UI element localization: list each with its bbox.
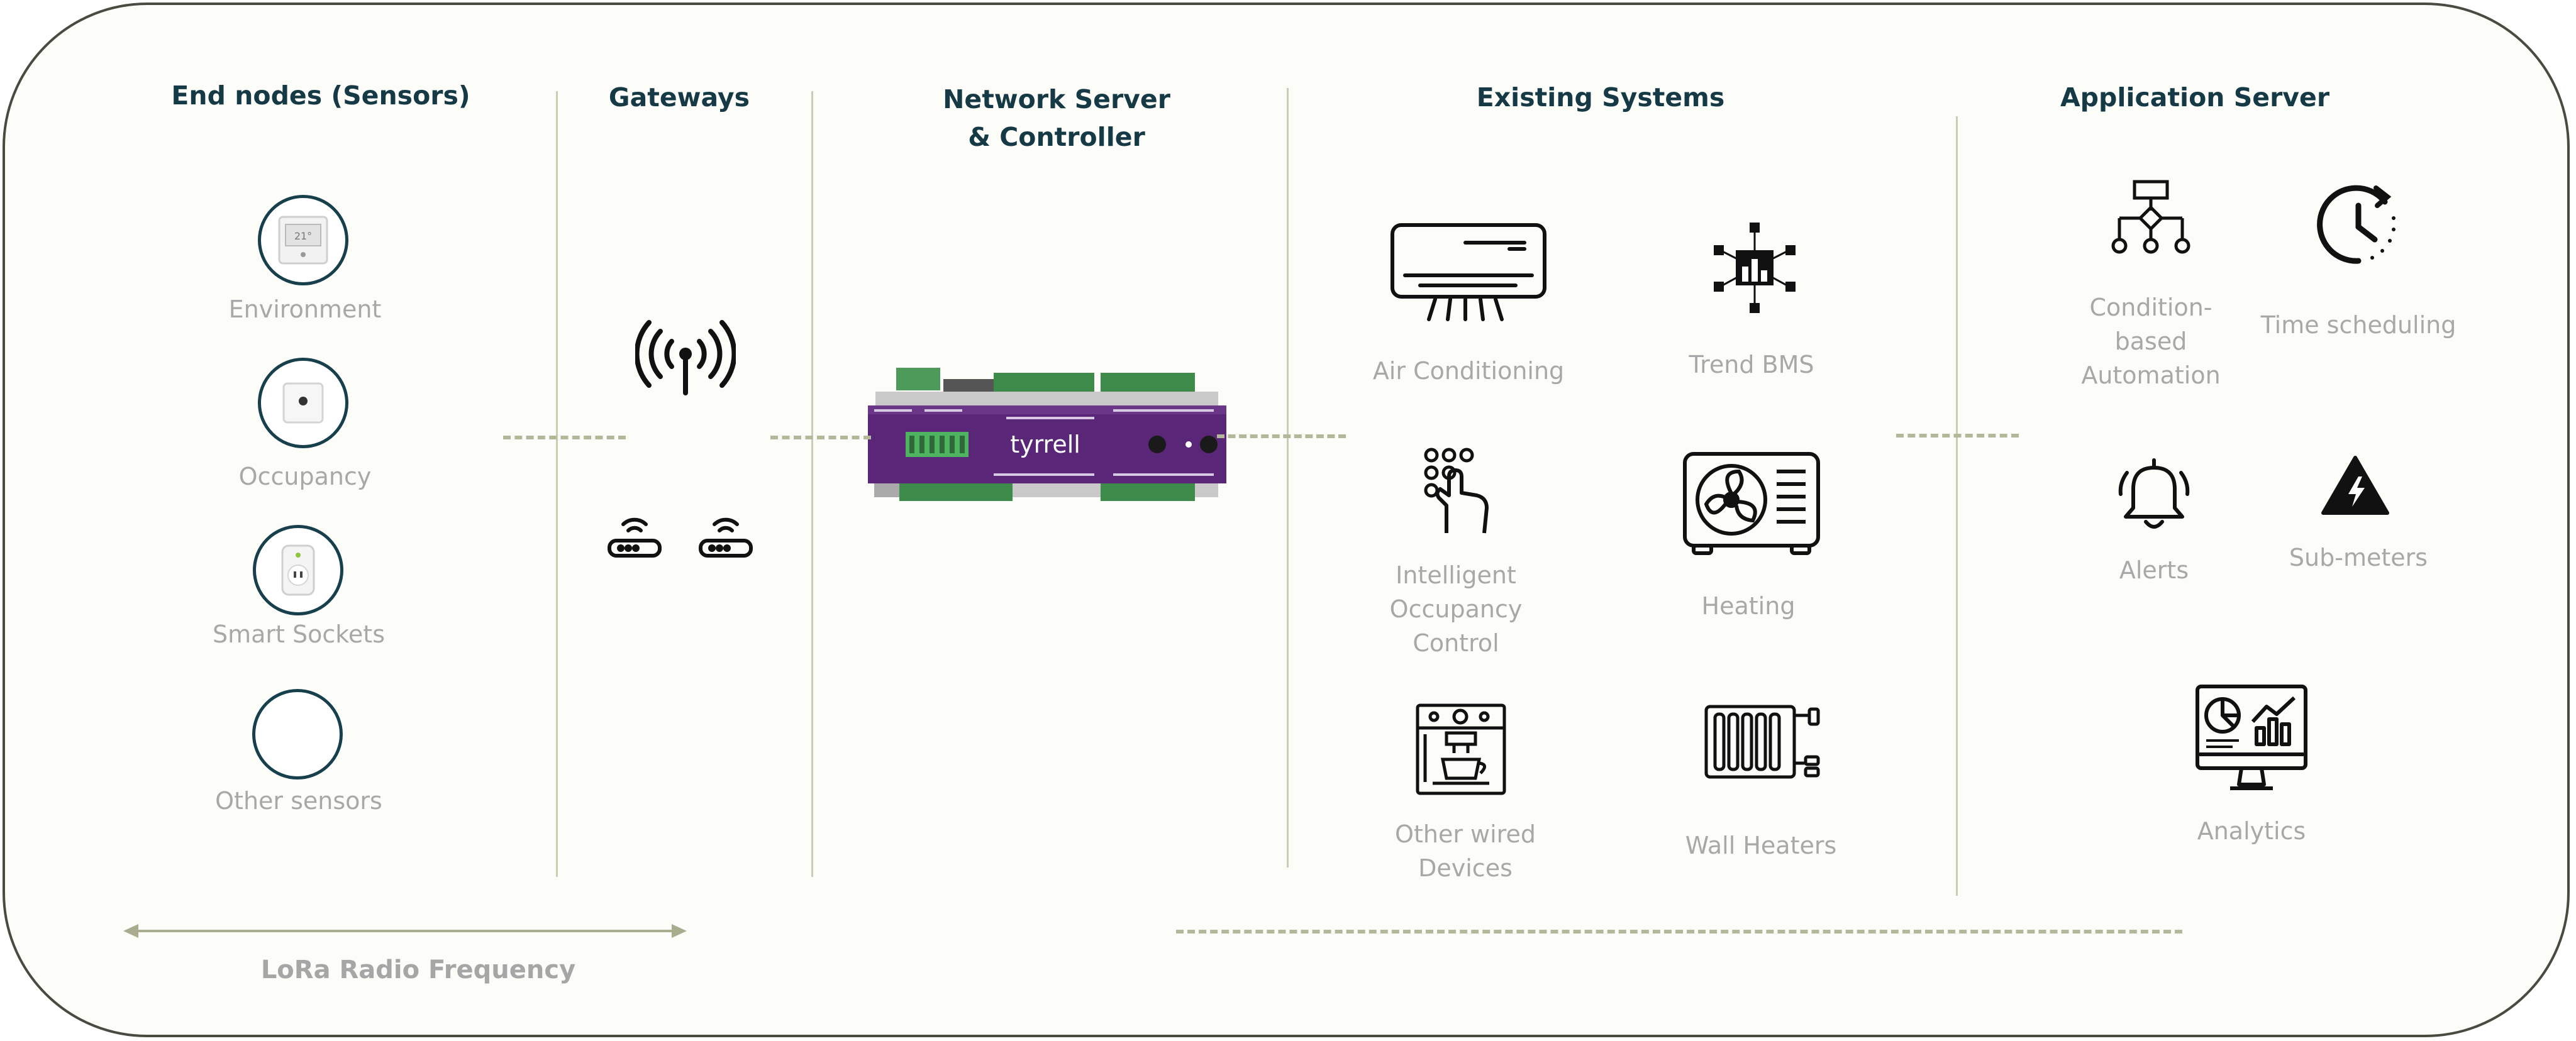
label-analytics: Analytics	[2197, 817, 2306, 845]
lora-label: LoRa Radio Frequency	[260, 956, 576, 984]
label-wall-heaters: Wall Heaters	[1685, 832, 1837, 859]
smart-socket-icon	[253, 525, 343, 615]
header-gateways: Gateways	[608, 82, 750, 113]
air-conditioner-icon	[1390, 220, 1547, 327]
flowchart-icon	[2107, 179, 2195, 261]
clock-icon	[2314, 179, 2402, 268]
divider-2	[811, 91, 813, 877]
bell-icon	[2114, 454, 2194, 536]
diagram-frame	[3, 3, 2570, 1037]
header-end-nodes: End nodes (Sensors)	[171, 80, 470, 111]
header-network-server: Network Server & Controller	[943, 84, 1170, 152]
radiator-icon	[1701, 703, 1821, 781]
svg-text:21°: 21°	[294, 230, 312, 242]
lightning-warning-icon	[2321, 454, 2390, 517]
label-smart-sockets: Smart Sockets	[212, 620, 385, 648]
label-intelligent-occupancy-control: Intelligent Occupancy Control	[1389, 561, 1523, 657]
dashed-connector-4	[1896, 434, 2019, 438]
dashed-connector-3	[1217, 434, 1346, 438]
divider-4	[1956, 116, 1958, 896]
heat-pump-fan-icon	[1682, 451, 1821, 555]
trend-bms-icon	[1707, 219, 1802, 316]
occupancy-sensor-icon	[258, 358, 348, 448]
dashed-connector-bottom	[1176, 930, 2182, 934]
label-occupancy: Occupancy	[238, 463, 372, 490]
controller-brand: tyrrell	[1010, 431, 1080, 458]
label-other-wired-devices: Other wired Devices	[1395, 820, 1536, 882]
divider-1	[556, 91, 558, 877]
label-air-conditioning: Air Conditioning	[1372, 357, 1565, 385]
dashed-connector-2	[770, 436, 871, 439]
divider-3	[1287, 88, 1289, 868]
label-condition-based-automation: Condition- based Automation	[2081, 294, 2221, 389]
header-existing-systems: Existing Systems	[1476, 82, 1725, 113]
controller-device: tyrrell	[862, 368, 1233, 512]
empty-circle-icon	[252, 689, 343, 779]
label-other-sensors: Other sensors	[215, 787, 382, 815]
coffee-machine-icon	[1415, 703, 1507, 796]
analytics-monitor-icon	[2195, 684, 2308, 797]
label-time-scheduling: Time scheduling	[2260, 311, 2457, 339]
label-sub-meters: Sub-meters	[2289, 544, 2428, 571]
dashed-connector-1	[503, 436, 626, 439]
environment-sensor-icon: 21°	[258, 195, 348, 285]
label-environment: Environment	[228, 295, 382, 323]
header-application-server: Application Server	[2060, 82, 2330, 113]
antenna-icon	[635, 317, 736, 396]
label-trend-bms: Trend BMS	[1689, 351, 1814, 378]
router-icon-1	[607, 510, 662, 559]
label-heating: Heating	[1701, 592, 1796, 620]
label-alerts: Alerts	[2119, 556, 2189, 584]
router-icon-2	[698, 510, 753, 559]
lora-double-arrow	[123, 920, 687, 942]
touch-control-icon	[1421, 445, 1497, 534]
